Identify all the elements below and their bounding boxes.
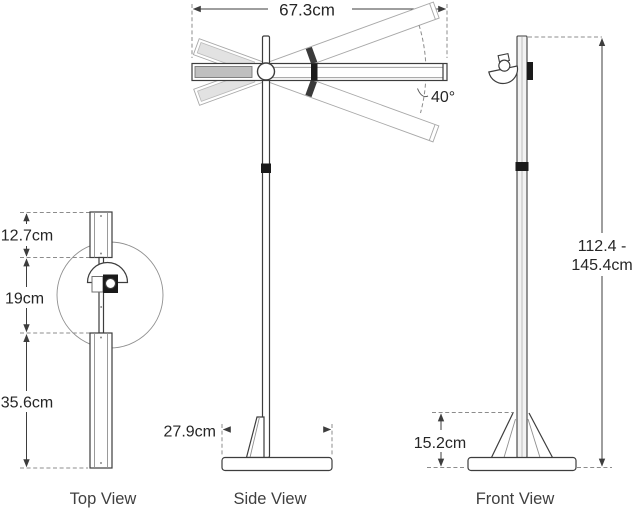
clamp-knob: [104, 277, 117, 290]
top-view: 12.7cm 19cm 35.6cm Top View: [1, 211, 164, 508]
dim-label-top-lower: 35.6cm: [1, 395, 53, 412]
dim-label-arm-length: 67.3cm: [279, 1, 335, 20]
base-plate-side: [221, 456, 333, 472]
dim-label-height-line1: 112.4 -: [578, 238, 627, 255]
front-view: 15.2cm 112.4 - 145.4cm Front View: [414, 35, 633, 508]
counterweight: [194, 66, 253, 78]
tilt-arc: [418, 24, 427, 114]
dim-label-top-upper: 12.7cm: [1, 228, 53, 245]
base-plate-front: [467, 456, 577, 472]
screw-dot: [100, 215, 102, 217]
dim-label-base-width: 27.9cm: [164, 424, 216, 441]
clamp-bracket: [91, 276, 104, 293]
screw-dot: [100, 462, 102, 464]
lamp-head-top: [86, 261, 129, 293]
caption-front-view: Front View: [476, 490, 555, 508]
tilt-angle-annotation: 40°: [417, 24, 455, 114]
dim-label-base-height: 15.2cm: [414, 435, 466, 452]
screw-dot: [100, 306, 103, 308]
base-gusset-side: [245, 416, 265, 459]
base-height-dimension: 15.2cm: [414, 412, 514, 468]
pole-joint-band: [261, 163, 271, 173]
pivot-hub: [256, 62, 276, 81]
arm-lower-segment-top: [89, 332, 113, 469]
side-view: 67.3cm 40°: [164, 1, 456, 509]
pole-joint-band: [515, 162, 529, 171]
arm-horizontal: [191, 62, 448, 82]
side-base: [221, 416, 333, 472]
arm-connector: [311, 63, 318, 81]
screw-dot: [100, 252, 102, 255]
arm-tube: [89, 211, 113, 259]
dim-label-top-middle: 19cm: [5, 291, 44, 308]
base-gusset-left: [490, 412, 514, 458]
shade-front: [488, 65, 519, 85]
base-width-dimension: 27.9cm: [164, 424, 333, 456]
pole-side: [261, 35, 271, 459]
head-pivot-knob: [498, 59, 511, 72]
angle-leader: [417, 88, 429, 98]
overall-height-dimension: 112.4 - 145.4cm: [528, 36, 633, 468]
arm-tube: [89, 332, 113, 469]
arm-upper-segment-top: [89, 211, 113, 259]
dim-label-tilt-angle: 40°: [431, 89, 455, 106]
caption-top-view: Top View: [70, 490, 137, 508]
lamp-head-front: [488, 52, 519, 85]
front-base: [467, 412, 577, 472]
dim-label-height-line2: 145.4cm: [571, 257, 632, 274]
top-view-leader-lines: [20, 212, 97, 469]
base-gusset-right: [528, 412, 554, 458]
head-clamp: [527, 62, 533, 80]
screw-dot: [100, 336, 102, 339]
caption-side-view: Side View: [233, 490, 306, 508]
